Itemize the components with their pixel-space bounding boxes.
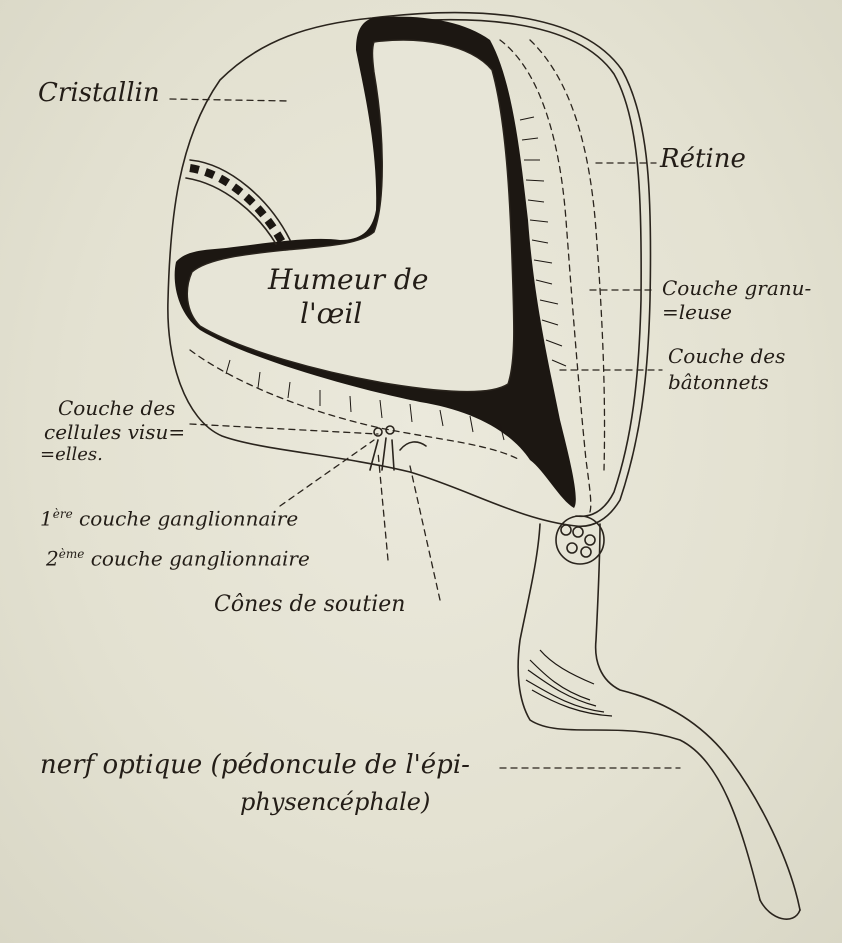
lens-outline <box>190 160 290 240</box>
leader-cones <box>410 466 440 600</box>
label-nerf-1: nerf optique (pédoncule de l'épi- <box>40 752 470 778</box>
optic-nerve-right <box>596 524 800 910</box>
label-visuelles-1: Couche des <box>58 398 175 418</box>
label-gang2: 2ème couche ganglionnaire <box>46 548 310 569</box>
label-granuleuse-1: Couche granu- <box>662 278 811 298</box>
leader-gang1 <box>280 440 374 506</box>
label-gang1-text: couche ganglionnaire <box>79 507 298 531</box>
label-cristallin: Cristallin <box>38 80 160 106</box>
visual-cells-cluster <box>370 426 426 470</box>
optic-nerve-fibres <box>526 650 612 716</box>
leader-visu <box>190 424 378 434</box>
optic-nerve-left <box>518 524 760 900</box>
label-granuleuse-2: =leuse <box>662 302 732 322</box>
label-visuelles-3: =elles. <box>40 446 103 464</box>
label-humeur-2: l'œil <box>300 300 362 328</box>
label-humeur-1: Humeur de <box>268 266 428 294</box>
label-visuelles-2: cellules visu= <box>44 422 185 442</box>
label-batonnets-2: bâtonnets <box>668 372 769 392</box>
leader-cristallin <box>170 99 290 101</box>
label-nerf-2: physencéphale) <box>240 790 430 814</box>
nerve-ganglion-capsule <box>556 516 604 564</box>
vitreous-humour <box>187 40 513 391</box>
label-gang1: 1ère couche ganglionnaire <box>40 508 298 529</box>
label-gang1-sup: ère <box>53 507 73 521</box>
optic-nerve-end <box>760 900 800 919</box>
nerve-ganglion-cells <box>561 525 595 557</box>
lens-checkered-band <box>190 168 282 242</box>
label-cones: Cônes de soutien <box>214 594 405 616</box>
label-gang2-text: couche ganglionnaire <box>91 547 310 571</box>
label-retine: Rétine <box>660 146 746 172</box>
label-gang2-sup: ème <box>59 547 85 561</box>
label-batonnets-1: Couche des <box>668 346 785 366</box>
label-gang1-num: 1 <box>40 507 53 531</box>
label-gang2-num: 2 <box>46 547 59 571</box>
